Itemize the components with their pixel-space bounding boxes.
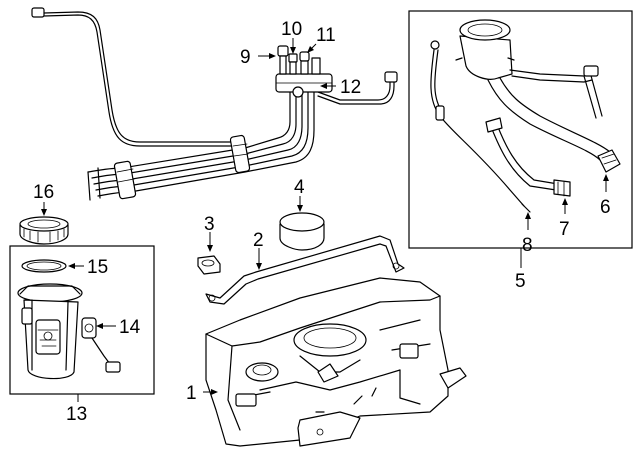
callout-11: 11 xyxy=(316,25,336,46)
fuel-line-assembly xyxy=(31,7,398,201)
callout-16: 16 xyxy=(33,182,54,203)
valve-manifold xyxy=(275,45,333,98)
callout-2: 2 xyxy=(253,230,264,251)
callout-5: 5 xyxy=(515,271,526,292)
callout-1: 1 xyxy=(186,383,197,404)
callout-3: 3 xyxy=(204,214,215,235)
filler-box xyxy=(408,10,633,249)
callout-15: 15 xyxy=(87,257,108,278)
tank-strap xyxy=(205,235,405,305)
callout-8: 8 xyxy=(522,235,533,256)
fuel-pump-box xyxy=(9,245,155,395)
callout-14: 14 xyxy=(119,317,141,338)
callout-13: 13 xyxy=(66,404,87,425)
callout-7: 7 xyxy=(559,219,570,240)
access-cover xyxy=(279,212,325,251)
nut xyxy=(197,255,221,275)
callout-12: 12 xyxy=(340,77,361,98)
callout-9: 9 xyxy=(240,47,251,68)
callout-10: 10 xyxy=(281,19,302,40)
callout-6: 6 xyxy=(600,197,611,218)
callout-4: 4 xyxy=(294,177,305,198)
lock-ring-cap xyxy=(19,216,69,245)
leader-lines xyxy=(41,38,609,402)
fuel-tank xyxy=(205,277,467,447)
